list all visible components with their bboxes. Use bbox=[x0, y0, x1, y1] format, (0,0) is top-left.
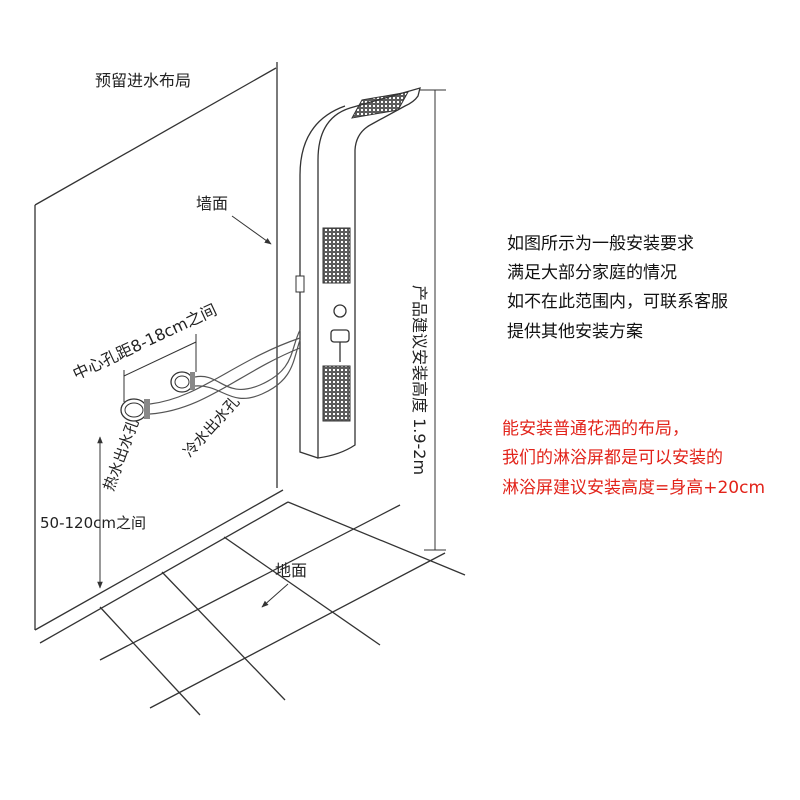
floor-leader-arrow bbox=[261, 583, 289, 608]
hose-edge bbox=[149, 347, 301, 415]
floor-baseboard-line bbox=[39, 501, 289, 644]
mixer-handle bbox=[330, 329, 350, 343]
cold-water-fitting bbox=[170, 371, 195, 393]
fitting-inner bbox=[174, 375, 190, 389]
hose-edge bbox=[194, 329, 301, 391]
panel-side-face bbox=[299, 105, 346, 459]
cold-outlet-label: 冷水出水孔 bbox=[180, 393, 244, 461]
tile-line bbox=[149, 552, 446, 709]
hose-edge bbox=[149, 337, 301, 405]
tile-line bbox=[287, 501, 466, 576]
tile-line bbox=[99, 606, 201, 716]
wall-label: 墙面 bbox=[196, 194, 228, 213]
fitting-outer bbox=[170, 371, 194, 393]
install-height-dimension bbox=[420, 89, 446, 551]
cold-water-hose bbox=[194, 329, 301, 399]
hose-edge bbox=[194, 339, 301, 399]
note-line: 如图所示为一般安装要求 bbox=[507, 234, 694, 254]
center-distance-dimension bbox=[123, 334, 197, 402]
hot-water-hose bbox=[149, 337, 301, 415]
note-line: 满足大部分家庭的情况 bbox=[507, 263, 677, 283]
floor-back-edge bbox=[34, 489, 284, 631]
hot-outlet-label: 热水出水孔 bbox=[100, 417, 143, 494]
rain-shower-head bbox=[351, 91, 409, 119]
outlet-height-label: 50-120cm之间 bbox=[40, 514, 146, 532]
reserved-inlet-layout-label: 预留进水布局 bbox=[95, 71, 191, 90]
wall-outline bbox=[34, 62, 278, 630]
hand-shower-spout bbox=[295, 275, 305, 293]
lower-massage-jets bbox=[322, 365, 351, 422]
tile-line bbox=[161, 571, 286, 701]
install-height-label: 产品建议安装高度 1.9-2m bbox=[410, 285, 429, 475]
hot-water-fitting bbox=[120, 398, 150, 422]
note-line: 如不在此范围内，可联系客服 bbox=[507, 292, 728, 312]
shower-panel bbox=[295, 87, 421, 459]
upper-massage-jets bbox=[322, 227, 351, 284]
diverter-knob bbox=[333, 304, 347, 318]
panel-front-face bbox=[317, 87, 421, 459]
red-note-line: 能安装普通花洒的布局， bbox=[502, 419, 689, 439]
pipe-stub bbox=[190, 372, 195, 390]
center-distance-label: 中心孔距8-18cm之间 bbox=[70, 300, 220, 383]
floor-tiles bbox=[34, 489, 466, 716]
installation-notes: 如图所示为一般安装要求 满足大部分家庭的情况 如不在此范围内，可联系客服 提供其… bbox=[507, 234, 728, 342]
wall-top-edge bbox=[34, 67, 277, 206]
red-note-line: 我们的淋浴屏都是可以安装的 bbox=[502, 448, 723, 468]
floor-label: 地面 bbox=[275, 561, 307, 580]
red-highlight-notes: 能安装普通花洒的布局， 我们的淋浴屏都是可以安装的 淋浴屏建议安装高度=身高+2… bbox=[502, 419, 765, 498]
wall-leader-arrow bbox=[231, 215, 272, 245]
dimension-line bbox=[123, 341, 197, 377]
tile-line bbox=[223, 536, 381, 646]
tile-line bbox=[99, 504, 401, 661]
fitting-inner bbox=[124, 402, 144, 418]
note-line: 提供其他安装方案 bbox=[507, 322, 643, 342]
red-note-line: 淋浴屏建议安装高度=身高+20cm bbox=[502, 478, 765, 498]
pipe-stub bbox=[144, 399, 150, 419]
